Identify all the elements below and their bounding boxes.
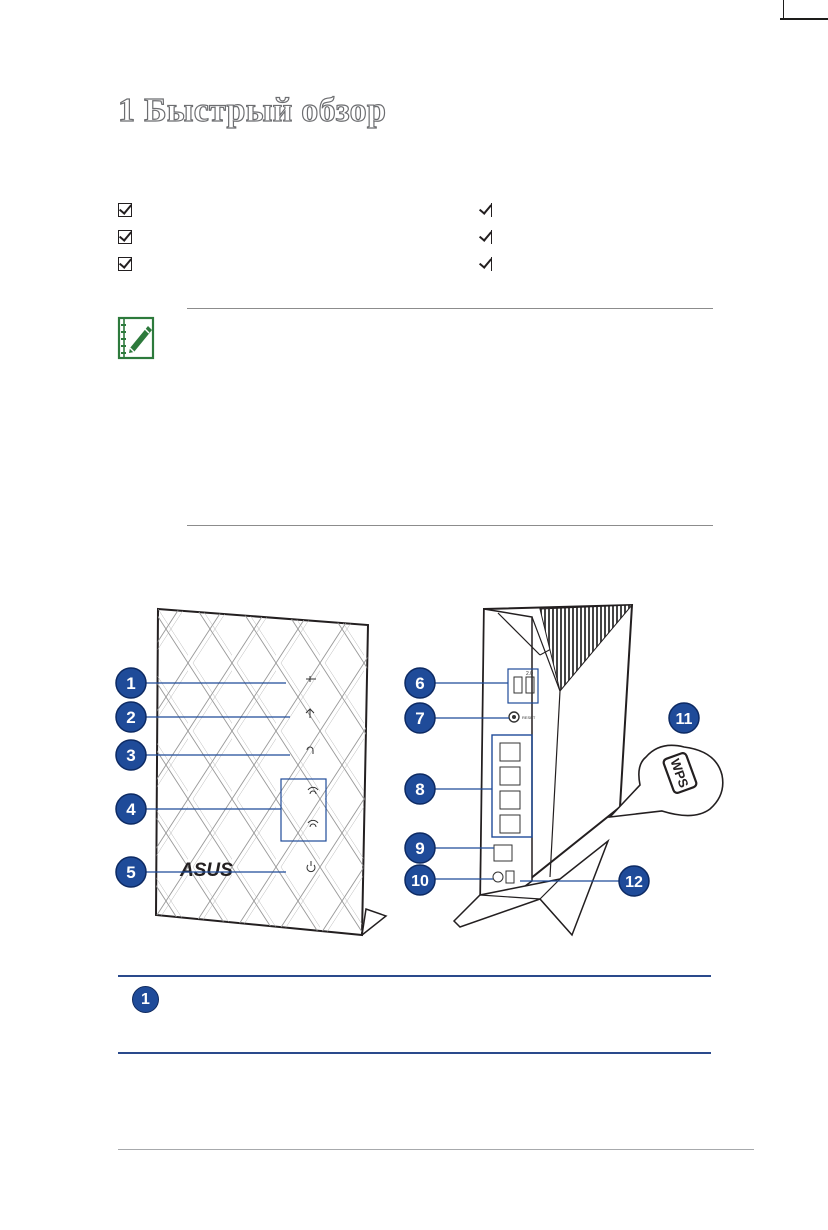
svg-text:6: 6 <box>415 674 424 693</box>
checkbox-checked-icon <box>118 229 132 244</box>
footer-rule <box>118 1149 754 1150</box>
svg-text:2: 2 <box>126 708 135 727</box>
callout-badge-9: 9 <box>404 832 436 864</box>
wps-button-callout: WPS <box>607 744 724 819</box>
svg-text:9: 9 <box>415 839 424 858</box>
callout-badge-4: 4 <box>115 793 147 825</box>
router-illustration: ASUS <box>100 595 740 945</box>
callout-badges: 1 2 3 4 5 6 7 8 9 10 11 12 <box>115 667 700 897</box>
checklist-item <box>118 250 132 277</box>
checklist-item <box>478 223 492 250</box>
usb-icon <box>306 676 316 682</box>
checklist-item <box>118 196 132 223</box>
callout-badge-3: 3 <box>115 739 147 771</box>
asus-logo: ASUS <box>179 860 233 881</box>
chapter-title: 1 Быстрый обзор <box>117 91 387 129</box>
checkmark-icon <box>478 256 492 271</box>
legend-table-top-rule <box>118 975 711 977</box>
checklist-right-column <box>478 196 492 277</box>
wifi-5g-icon <box>307 819 319 828</box>
callout-badge-11: 11 <box>668 702 700 734</box>
callout-badge-1: 1 <box>115 667 147 699</box>
note-bottom-rule <box>187 525 713 526</box>
usb-port-label: 2.0 <box>526 671 533 677</box>
callout-badge-12: 12 <box>618 865 650 897</box>
checkmark-icon <box>478 229 492 244</box>
callout-badge-7: 7 <box>404 702 436 734</box>
wan-icon <box>305 708 315 718</box>
svg-text:3: 3 <box>126 746 135 765</box>
crop-mark-horizontal <box>780 18 828 20</box>
crop-mark-vertical <box>783 0 784 20</box>
checklist-item <box>118 223 132 250</box>
svg-text:12: 12 <box>625 874 643 891</box>
svg-text:11: 11 <box>676 711 693 728</box>
router-back: 2.0 RESET <box>452 603 724 937</box>
svg-text:10: 10 <box>411 873 429 890</box>
checkmark-icon <box>478 202 492 217</box>
legend-badge-1: 1 <box>132 986 159 1013</box>
power-icon <box>306 861 316 873</box>
checklist-item <box>478 196 492 223</box>
svg-text:1: 1 <box>126 674 135 693</box>
note-pencil-icon <box>117 314 157 362</box>
callout-badge-10: 10 <box>404 864 436 896</box>
callout-badge-2: 2 <box>115 701 147 733</box>
svg-text:4: 4 <box>126 800 136 819</box>
checklist-item <box>478 250 492 277</box>
wifi-icon <box>307 786 319 795</box>
callout-badge-5: 5 <box>115 856 147 888</box>
svg-text:7: 7 <box>415 709 424 728</box>
svg-text:8: 8 <box>415 780 424 799</box>
lan-icon <box>306 746 314 754</box>
callout-badge-8: 8 <box>404 773 436 805</box>
router-front: ASUS <box>154 607 388 937</box>
checkbox-checked-icon <box>118 256 132 271</box>
checkbox-checked-icon <box>118 202 132 217</box>
checklist-left-column <box>118 196 132 277</box>
note-top-rule <box>187 308 713 309</box>
legend-table-bottom-rule <box>118 1052 711 1054</box>
callout-badge-6: 6 <box>404 667 436 699</box>
svg-text:5: 5 <box>126 863 135 882</box>
reset-port-label: RESET <box>522 715 536 720</box>
